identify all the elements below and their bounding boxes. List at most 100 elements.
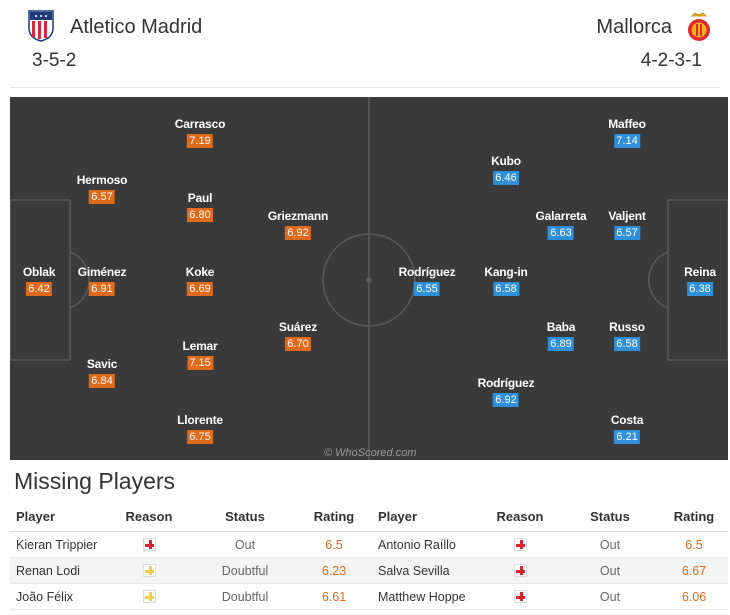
player-marker[interactable]: Costa 6.21 bbox=[611, 413, 643, 445]
player-name[interactable]: Kieran Trippier bbox=[16, 537, 98, 552]
player-rating: 6.46 bbox=[492, 171, 519, 185]
player-name: Costa bbox=[610, 413, 644, 427]
player-rating: 7.14 bbox=[614, 134, 640, 148]
player-marker[interactable]: Oblak 6.42 bbox=[23, 265, 55, 297]
player-rating: 6.63 bbox=[548, 226, 574, 240]
player-name: Rodríguez bbox=[398, 265, 456, 279]
column-header-rating: Rating bbox=[673, 509, 715, 524]
table-row: João Félix Doubtful 6.61 Matthew Hoppe O… bbox=[10, 584, 728, 610]
player-rating: 7.15 bbox=[187, 356, 213, 370]
player-name: Carrasco bbox=[174, 117, 226, 131]
atletico-crest-icon bbox=[28, 10, 54, 42]
player-name: Baba bbox=[546, 320, 576, 334]
rating-value: 6.06 bbox=[681, 589, 707, 604]
player-name[interactable]: Matthew Hoppe bbox=[378, 589, 466, 604]
doubtful-icon[interactable] bbox=[142, 590, 156, 603]
doubtful-icon[interactable] bbox=[142, 564, 156, 577]
player-marker[interactable]: Rodríguez 6.92 bbox=[478, 376, 535, 408]
player-marker[interactable]: Russo 6.58 bbox=[609, 320, 645, 352]
player-marker[interactable]: Hermoso 6.57 bbox=[77, 173, 128, 205]
player-marker[interactable]: Paul 6.80 bbox=[187, 191, 213, 223]
player-marker[interactable]: Maffeo 7.14 bbox=[608, 117, 646, 149]
player-rating: 6.58 bbox=[614, 337, 640, 351]
column-header-reason: Reason bbox=[496, 509, 544, 524]
player-marker[interactable]: Suárez 6.70 bbox=[279, 320, 317, 352]
home-team-name[interactable]: Atletico Madrid bbox=[70, 16, 203, 38]
player-name[interactable]: Salva Sevilla bbox=[378, 563, 450, 578]
player-name: Reina bbox=[684, 265, 716, 279]
injury-icon[interactable] bbox=[513, 538, 527, 551]
table-row: Kieran Trippier Out 6.5 Antonio Raíllo O… bbox=[10, 532, 728, 558]
player-marker[interactable]: Carrasco 7.19 bbox=[175, 117, 225, 149]
player-marker[interactable]: Baba 6.89 bbox=[546, 320, 576, 352]
player-name: Paul bbox=[187, 191, 213, 205]
player-rating: 6.57 bbox=[613, 226, 640, 240]
player-name: Galarreta bbox=[535, 209, 587, 223]
player-rating: 6.21 bbox=[614, 430, 640, 444]
player-rating: 6.91 bbox=[89, 282, 115, 296]
reason-cell bbox=[129, 558, 169, 583]
table-row: Renan Lodi Doubtful 6.23 Salva Sevilla O… bbox=[10, 558, 728, 584]
player-name[interactable]: Antonio Raíllo bbox=[378, 537, 456, 552]
player-marker[interactable]: Kang-in 6.58 bbox=[484, 265, 528, 297]
player-marker[interactable]: Giménez 6.91 bbox=[78, 265, 127, 297]
pitch-lines bbox=[10, 97, 728, 460]
player-name: Kubo bbox=[491, 154, 521, 168]
status-text: Out bbox=[599, 589, 621, 604]
player-name: Rodríguez bbox=[477, 376, 535, 390]
table-header-row: Player Reason Status Rating Player Reaso… bbox=[10, 502, 728, 532]
missing-players-title: Missing Players bbox=[14, 468, 176, 494]
injury-icon[interactable] bbox=[513, 590, 527, 603]
column-header-player: Player bbox=[16, 509, 56, 524]
player-marker[interactable]: Savic 6.84 bbox=[87, 357, 117, 389]
column-header-player: Player bbox=[378, 509, 418, 524]
player-name: Maffeo bbox=[608, 117, 646, 131]
injury-icon[interactable] bbox=[513, 564, 527, 577]
rating-value: 6.67 bbox=[681, 563, 707, 578]
player-name: Russo bbox=[609, 320, 645, 334]
status-text: Out bbox=[599, 563, 621, 578]
player-rating: 6.75 bbox=[187, 430, 213, 444]
status-text: Out bbox=[599, 537, 621, 552]
player-name: Suárez bbox=[278, 320, 318, 334]
player-marker[interactable]: Lemar 7.15 bbox=[182, 339, 218, 371]
away-formation: 4-2-3-1 bbox=[640, 50, 702, 71]
player-marker[interactable]: Rodríguez 6.55 bbox=[399, 265, 456, 297]
player-name[interactable]: Renan Lodi bbox=[16, 563, 80, 578]
reason-cell bbox=[500, 584, 540, 609]
reason-cell bbox=[129, 532, 169, 557]
player-marker[interactable]: Llorente 6.75 bbox=[177, 413, 223, 445]
rating-value: 6.5 bbox=[325, 537, 343, 552]
rating-value: 6.61 bbox=[321, 589, 347, 604]
away-team-name[interactable]: Mallorca bbox=[596, 16, 672, 38]
player-marker[interactable]: Koke 6.69 bbox=[186, 265, 214, 297]
player-marker[interactable]: Valjent 6.57 bbox=[608, 209, 646, 241]
reason-cell bbox=[500, 532, 540, 557]
column-header-status: Status bbox=[225, 509, 265, 524]
player-name: Hermoso bbox=[76, 173, 128, 187]
injury-icon[interactable] bbox=[142, 538, 156, 551]
status-text: Doubtful bbox=[221, 563, 269, 578]
player-rating: 6.42 bbox=[25, 282, 52, 296]
player-rating: 6.84 bbox=[89, 374, 115, 388]
player-marker[interactable]: Galarreta 6.63 bbox=[536, 209, 587, 241]
player-name: Savic bbox=[86, 357, 118, 371]
player-name: Kang-in bbox=[484, 265, 528, 279]
player-name: Valjent bbox=[608, 209, 646, 223]
player-name: Oblak bbox=[22, 265, 56, 279]
player-rating: 7.19 bbox=[187, 134, 213, 148]
player-marker[interactable]: Griezmann 6.92 bbox=[268, 209, 328, 241]
player-marker[interactable]: Reina 6.38 bbox=[684, 265, 716, 297]
player-marker[interactable]: Kubo 6.46 bbox=[491, 154, 521, 186]
rating-value: 6.23 bbox=[321, 563, 347, 578]
player-rating: 6.69 bbox=[186, 282, 213, 296]
player-rating: 6.57 bbox=[89, 190, 115, 204]
home-formation: 3-5-2 bbox=[32, 50, 77, 71]
player-rating: 6.70 bbox=[285, 337, 311, 351]
column-header-reason: Reason bbox=[125, 509, 173, 524]
player-name: Griezmann bbox=[267, 209, 329, 223]
player-name[interactable]: João Félix bbox=[16, 589, 73, 604]
player-rating: 6.38 bbox=[687, 282, 713, 296]
mallorca-crest-icon bbox=[688, 12, 710, 41]
player-rating: 6.58 bbox=[492, 282, 519, 296]
